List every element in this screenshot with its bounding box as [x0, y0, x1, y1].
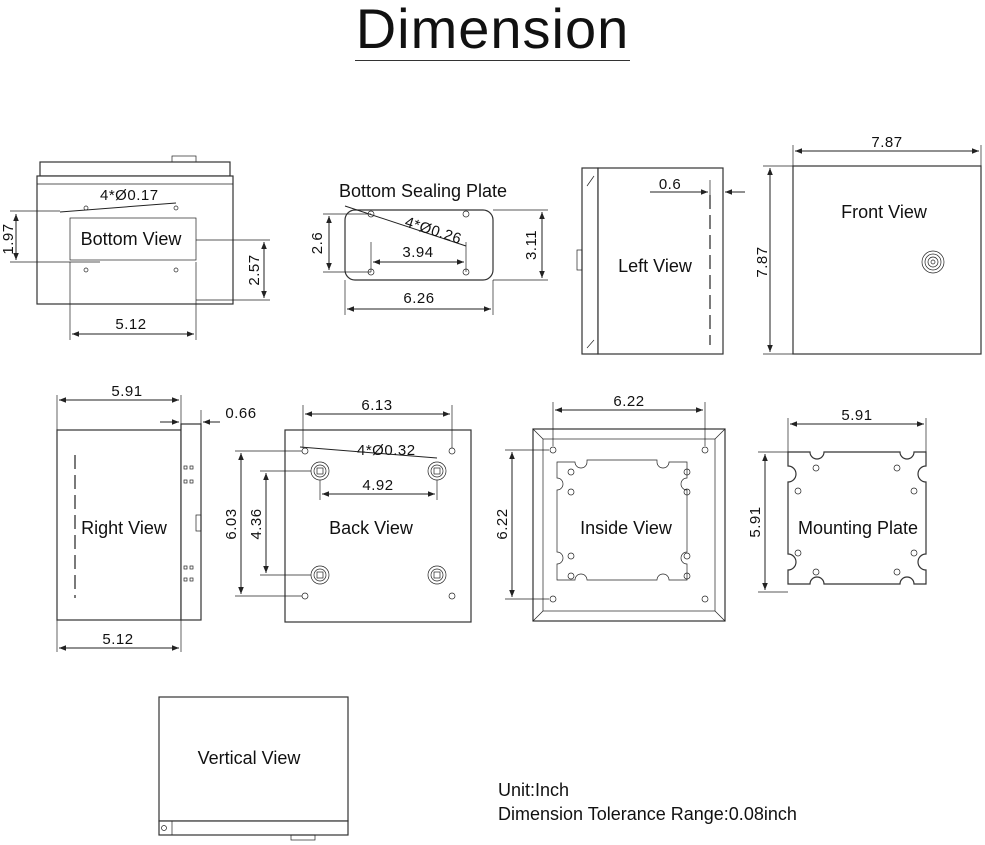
back-view	[235, 405, 472, 623]
front-height-dimension: 7.87	[754, 246, 771, 277]
vertical-view-label: Vertical View	[198, 748, 302, 768]
bottom-view	[10, 155, 270, 340]
right-width-dimension: 5.12	[102, 631, 133, 648]
bottom-sealing-plate	[323, 205, 548, 315]
back-hole-height-dimension: 6.03	[223, 508, 240, 539]
bottom-depth-dimension: 2.57	[246, 254, 263, 285]
right-flange-dimension: 0.66	[225, 405, 256, 422]
mounting-plate	[758, 418, 927, 593]
vertical-view	[158, 696, 349, 841]
bottom-height-dimension: 1.97	[0, 223, 17, 254]
back-holes-dimension: 4*Ø0.32	[357, 442, 416, 459]
bottom-view-label: Bottom View	[81, 229, 183, 249]
tolerance-note: Dimension Tolerance Range:0.08inch	[498, 804, 797, 824]
bottom-width-dimension: 5.12	[115, 316, 146, 333]
mounting-plate-label: Mounting Plate	[798, 518, 918, 538]
inside-width-dimension: 6.22	[613, 393, 644, 410]
inside-view-label: Inside View	[580, 518, 673, 538]
back-view-label: Back View	[329, 518, 414, 538]
inside-height-dimension: 6.22	[494, 508, 511, 539]
back-boss-height-dimension: 4.36	[248, 508, 265, 539]
sealing-plate-label: Bottom Sealing Plate	[339, 181, 507, 201]
bottom-holes-dimension: 4*Ø0.17	[100, 187, 159, 204]
sealing-hole-spacing-vertical: 2.6	[309, 232, 326, 254]
sealing-plate-height: 3.11	[523, 230, 540, 260]
mounting-height-dimension: 5.91	[747, 506, 764, 537]
title-underline	[355, 60, 630, 61]
right-view	[56, 395, 220, 652]
sealing-plate-width: 6.26	[403, 290, 434, 307]
front-view	[763, 145, 982, 355]
mounting-width-dimension: 5.91	[841, 407, 872, 424]
inside-view	[505, 402, 726, 622]
left-view-label: Left View	[618, 256, 693, 276]
front-width-dimension: 7.87	[871, 134, 902, 151]
front-view-label: Front View	[841, 202, 928, 222]
left-view	[576, 167, 745, 355]
back-boss-width-dimension: 4.92	[362, 477, 393, 494]
sealing-hole-spacing-horizontal: 3.94	[402, 244, 433, 261]
notes: Unit:Inch Dimension Tolerance Range:0.08…	[498, 778, 797, 826]
back-hole-span-dimension: 6.13	[361, 397, 392, 414]
right-view-label: Right View	[81, 518, 168, 538]
unit-note: Unit:Inch	[498, 780, 570, 800]
right-depth-dimension: 5.91	[111, 383, 142, 400]
left-depth-dimension: 0.6	[659, 176, 681, 193]
page-title: Dimension	[355, 0, 630, 60]
